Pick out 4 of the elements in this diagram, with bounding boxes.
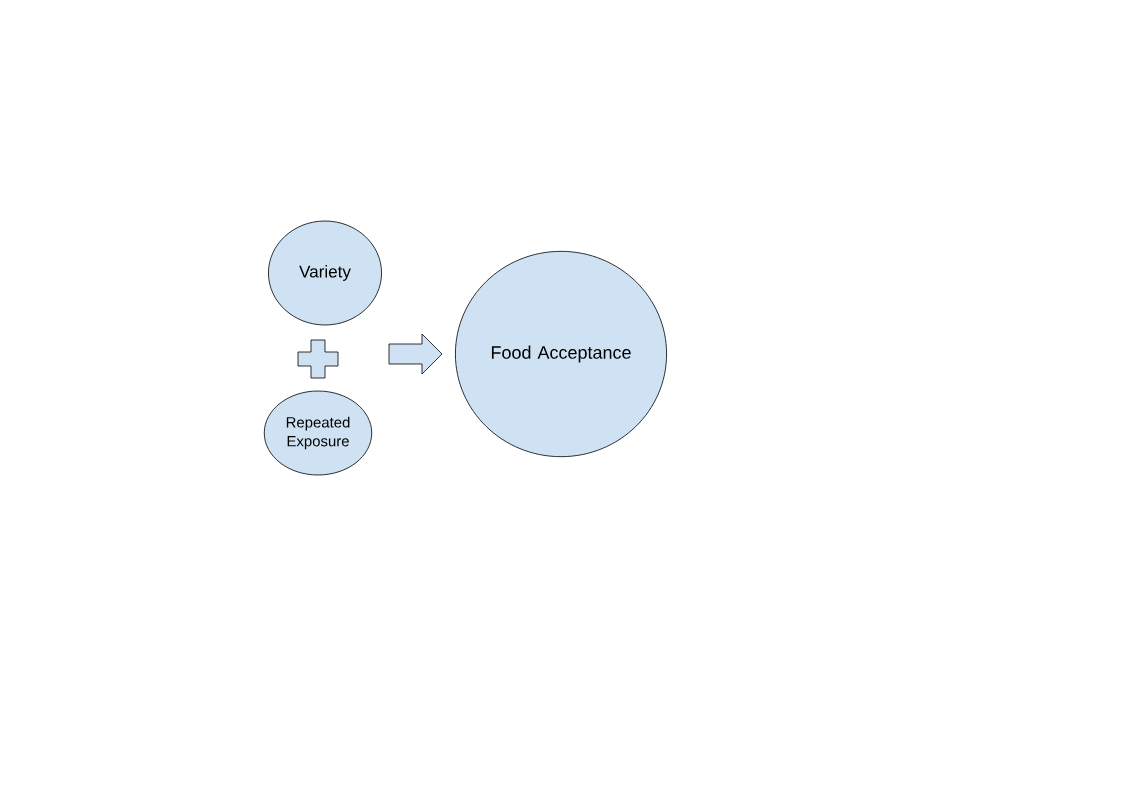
circle-node: Food Acceptance bbox=[455, 250, 667, 458]
block-arrow bbox=[388, 333, 443, 375]
circle-node: Repeated Exposure bbox=[263, 390, 373, 476]
circle-node: Variety bbox=[268, 220, 382, 326]
